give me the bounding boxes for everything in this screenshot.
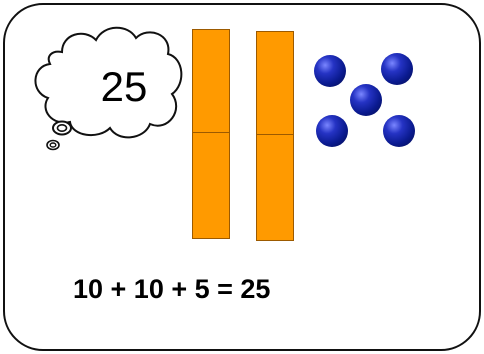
ten-rod (256, 31, 294, 241)
rod-divider (193, 132, 229, 133)
equation-text: 10 + 10 + 5 = 25 (73, 274, 271, 304)
ten-rod (192, 29, 230, 239)
thought-bubble: 25 (22, 14, 187, 154)
ones-dot (383, 115, 415, 147)
ones-dot (381, 53, 413, 85)
ones-dot (316, 115, 348, 147)
bubble-number: 25 (100, 63, 148, 110)
thought-cloud-icon (34, 26, 183, 151)
rod-divider (257, 134, 293, 135)
ones-dot (314, 55, 346, 87)
ones-dot (350, 84, 382, 116)
